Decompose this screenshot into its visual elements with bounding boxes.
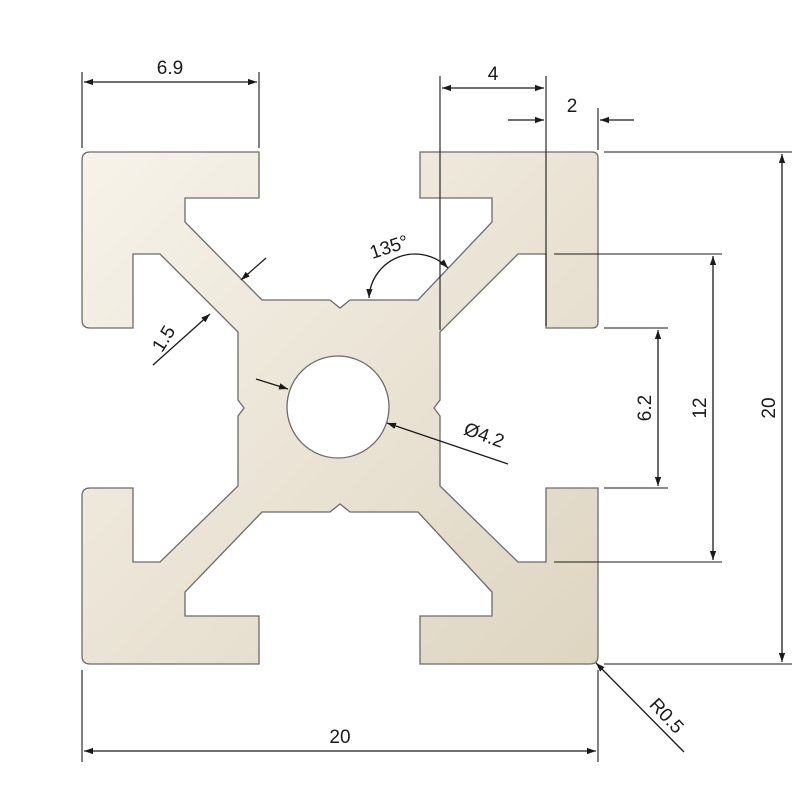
dim-label-6-9: 6.9 (157, 58, 183, 79)
dim-label-1-5: 1.5 (148, 322, 180, 356)
dim-profile-height: 20 (604, 151, 792, 665)
dim-profile-width: 20 (81, 670, 599, 762)
dim-label-4: 4 (488, 64, 499, 85)
dim-label-20-height: 20 (759, 397, 780, 418)
dim-corner-radius: R0.5 (595, 662, 688, 753)
dim-label-12: 12 (690, 397, 711, 418)
dim-slot-lip-width: 6.9 (81, 58, 260, 148)
dim-label-135: 135° (367, 232, 411, 264)
dim-label-r0-5: R0.5 (645, 694, 688, 738)
dim-label-6-2: 6.2 (635, 395, 656, 421)
dim-lip-thickness: 2 (508, 96, 634, 150)
dim-slot-opening: 6.2 (604, 327, 668, 489)
profile-cross-section (81, 151, 599, 665)
dim-inner-slot-width: 12 (554, 253, 722, 563)
dim-label-2: 2 (567, 96, 578, 117)
dim-label-20-width: 20 (329, 727, 350, 748)
dim-label-bore: Ø4.2 (461, 419, 507, 453)
profile-body (81, 151, 599, 665)
